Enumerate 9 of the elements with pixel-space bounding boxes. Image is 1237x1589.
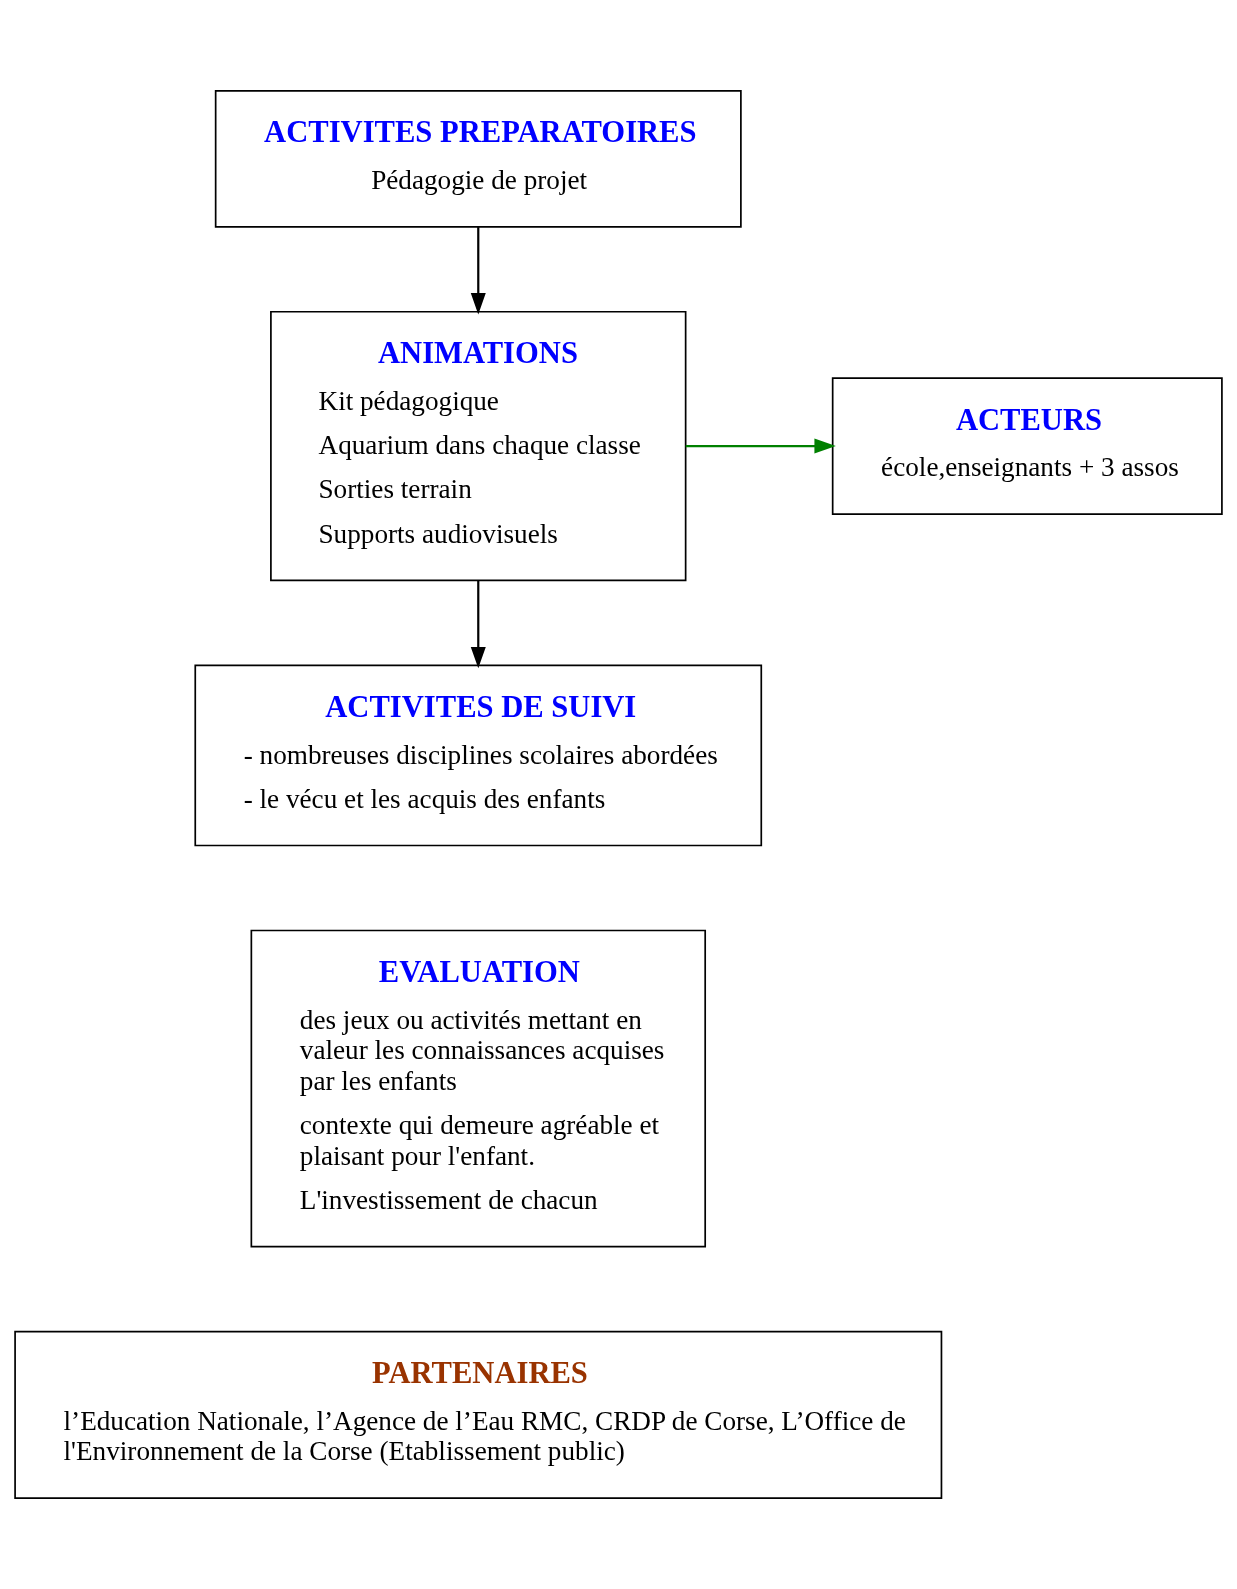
node-box: PARTENAIRES l’Education Nationale, l’Agence de l’Eau RMC, CRDP de Corse, L’Office de l'Environnement de la Corse (Etablissement public): [14, 1330, 943, 1500]
node-box: ACTEURS école,enseignants + 3 assos: [831, 377, 1223, 515]
node-box: ACTIVITES DE SUIVI - nombreuses disciplines scolaires abordées - le vécu et les acquis des enfants: [194, 664, 763, 847]
arrow: [685, 438, 836, 454]
arrow: [470, 580, 486, 669]
node-box: EVALUATION des jeux ou activités mettant en valeur les connaissances acquises par les enfants contexte qui demeure agréable et plaisant pour l'enfant. L'investissement de chacun: [250, 929, 707, 1248]
node-box: ACTIVITES PREPARATOIRES Pédagogie de projet: [214, 89, 742, 228]
arrow: [470, 227, 486, 315]
node-box: ANIMATIONS Kit pédagogique Aquarium dans chaque classe Sorties terrain Supports audiovisuels: [270, 310, 687, 582]
